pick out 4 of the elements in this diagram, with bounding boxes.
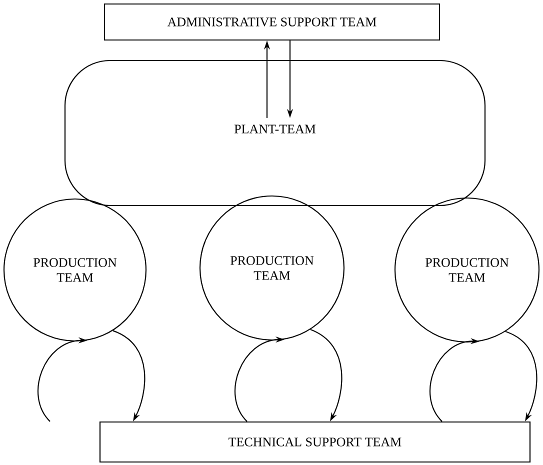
plant-team-box bbox=[64, 60, 486, 206]
node-label: PLANT-TEAM bbox=[234, 124, 316, 134]
admin-box: ADMINISTRATIVE SUPPORT TEAM bbox=[104, 3, 440, 41]
technical-box: TECHNICAL SUPPORT TEAM bbox=[99, 421, 531, 463]
